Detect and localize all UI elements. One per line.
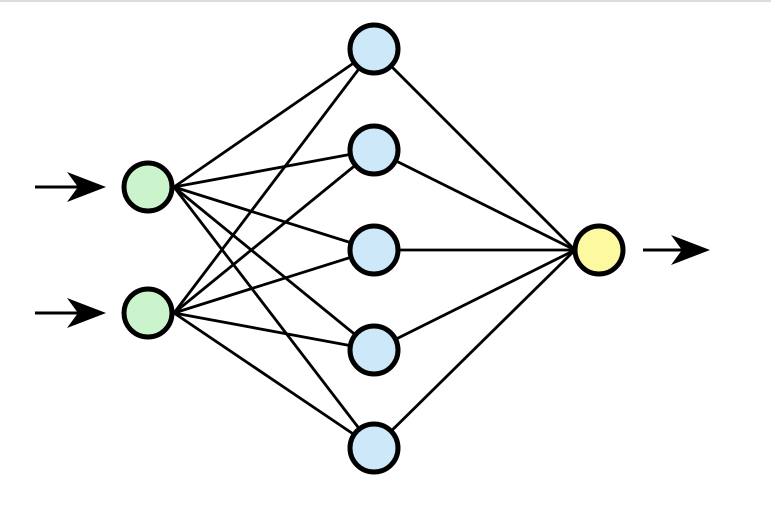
edge-line — [173, 47, 375, 189]
output-node-1 — [572, 223, 626, 277]
output-arrow-1-head-icon — [671, 235, 710, 265]
hidden-node-3 — [347, 223, 401, 277]
input-node-1 — [121, 160, 175, 214]
edge-line — [173, 148, 375, 315]
edge-line — [173, 185, 375, 352]
hidden-node-4 — [347, 323, 401, 377]
edge-line — [173, 148, 375, 189]
window-top-border — [0, 0, 771, 2]
input-node-2 — [121, 286, 175, 340]
hidden-node-1 — [347, 22, 401, 76]
input-arrow-1-head-icon — [67, 172, 106, 202]
edge-line — [373, 249, 576, 449]
edge-line — [172, 48, 376, 314]
hidden-node-5 — [347, 421, 401, 475]
edge-line — [172, 186, 376, 449]
edge-line — [173, 311, 375, 352]
input-arrow-2-head-icon — [67, 298, 106, 328]
edge-line — [373, 48, 576, 251]
edge-line — [173, 311, 375, 450]
hidden-node-2 — [347, 123, 401, 177]
edge-line — [373, 248, 576, 352]
edge-line — [173, 185, 375, 252]
edge-line — [173, 248, 375, 315]
edge-line — [373, 148, 576, 252]
